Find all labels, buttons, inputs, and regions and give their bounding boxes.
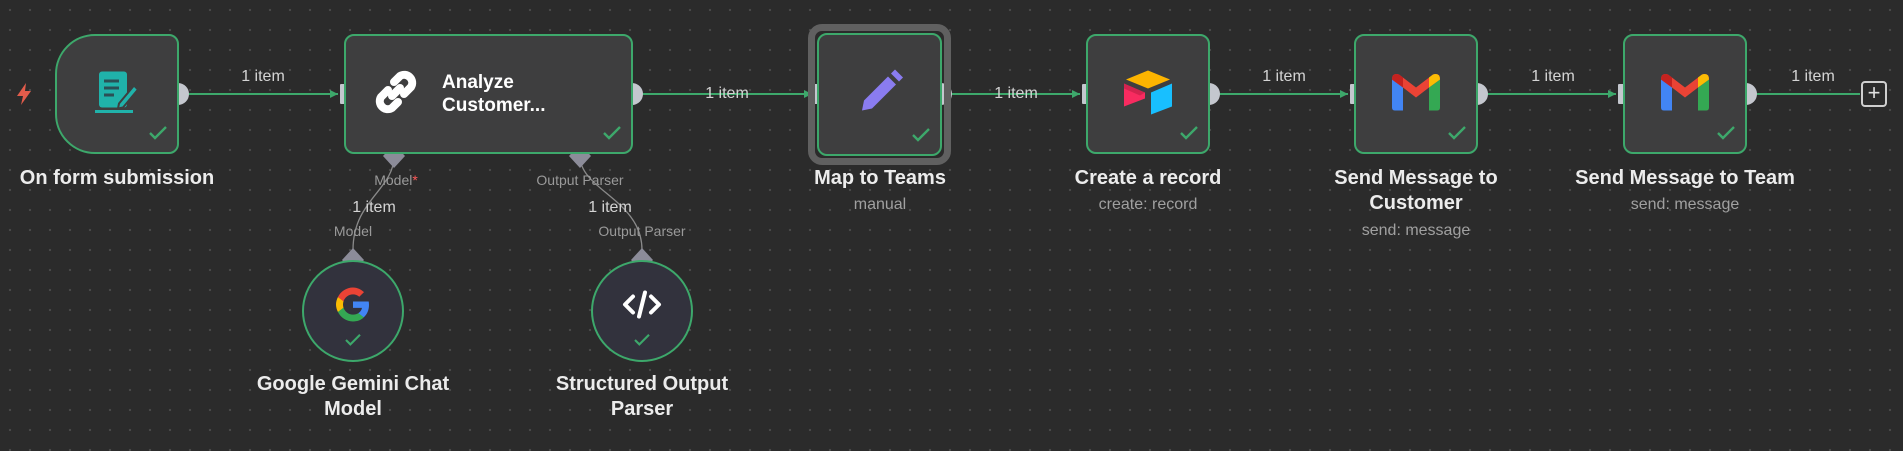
- node-title-create: Create a record: [1074, 167, 1222, 189]
- node-subtitle-create: create: record: [1098, 196, 1198, 213]
- node-send-message-customer[interactable]: [1354, 34, 1478, 154]
- edge-label-analyze-map: 1 item: [705, 85, 749, 102]
- edge-label-send-customer-team: 1 item: [1531, 68, 1575, 85]
- node-subtitle-send-customer: send: message: [1361, 222, 1471, 239]
- selection-ring: [808, 24, 951, 165]
- connection-output-parser[interactable]: [579, 155, 643, 251]
- port-label-output-parser: Output Parser: [536, 172, 624, 188]
- port-label-model-sub: Model: [333, 223, 373, 239]
- link-chain-icon: [368, 64, 424, 125]
- arrowheads: [330, 90, 1616, 98]
- node-create-record[interactable]: [1086, 34, 1210, 154]
- node-title-form: On form submission: [19, 167, 215, 189]
- gmail-icon: [1659, 72, 1711, 117]
- form-icon: [93, 68, 141, 121]
- node-structured-output-parser[interactable]: [591, 260, 693, 362]
- success-check-icon: [1179, 125, 1199, 146]
- port-label-output-parser-sub: Output Parser: [598, 223, 686, 239]
- success-check-icon: [1447, 125, 1467, 146]
- success-check-icon: [911, 127, 931, 148]
- connection-model[interactable]: [352, 155, 395, 251]
- node-title-analyze: Analyze Customer...: [442, 72, 546, 116]
- node-title-send-team: Send Message to Team: [1575, 167, 1795, 189]
- edge-label-form-analyze: 1 item: [241, 68, 285, 85]
- node-title-map: Map to Teams: [814, 167, 946, 189]
- success-check-icon: [1716, 125, 1736, 146]
- node-title-gemini: Google Gemini Chat Model: [256, 373, 450, 420]
- success-check-icon: [633, 333, 651, 352]
- node-subtitle-map: manual: [853, 196, 907, 213]
- node-form-trigger[interactable]: [55, 34, 179, 154]
- google-icon: [333, 285, 373, 330]
- node-analyze-customer[interactable]: Analyze Customer...: [344, 34, 633, 154]
- edge-label-send-team-add: 1 item: [1791, 68, 1835, 85]
- add-node-button[interactable]: +: [1861, 81, 1887, 107]
- node-map-to-teams[interactable]: [817, 33, 942, 156]
- pencil-icon: [852, 64, 908, 125]
- success-check-icon: [344, 333, 362, 352]
- edge-label-model: 1 item: [352, 199, 396, 216]
- gmail-icon: [1390, 72, 1442, 117]
- code-icon: [622, 290, 662, 325]
- node-title-parser: Structured Output Parser: [555, 373, 729, 420]
- node-send-message-team[interactable]: [1623, 34, 1747, 154]
- node-title-send-customer: Send Message to Customer: [1334, 167, 1498, 214]
- success-check-icon: [602, 125, 622, 146]
- port-label-model: Model*: [374, 172, 418, 188]
- edge-label-create-send-customer: 1 item: [1262, 68, 1306, 85]
- airtable-icon: [1122, 69, 1174, 120]
- edge-label-parser: 1 item: [588, 199, 632, 216]
- edge-label-map-create: 1 item: [994, 85, 1038, 102]
- success-check-icon: [148, 125, 168, 146]
- trigger-bolt-icon: [17, 83, 31, 105]
- node-google-gemini[interactable]: [302, 260, 404, 362]
- node-subtitle-send-team: send: message: [1630, 196, 1740, 213]
